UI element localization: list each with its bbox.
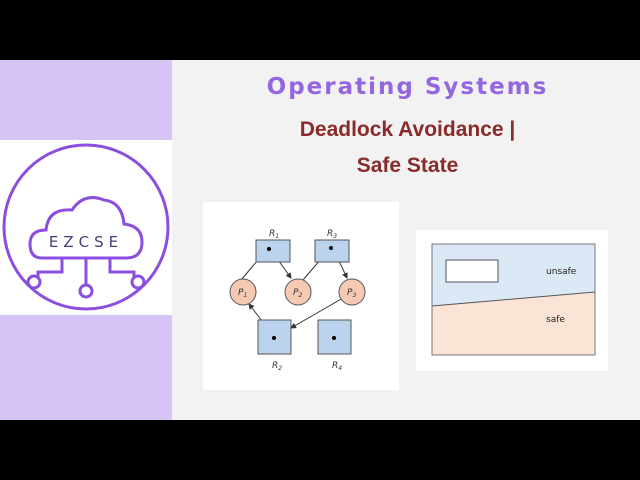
sidebar-bottom-band bbox=[0, 315, 172, 420]
svg-text:P3: P3 bbox=[347, 288, 356, 299]
svg-text:R3: R3 bbox=[327, 229, 337, 240]
page-title: Operating Systems bbox=[266, 74, 549, 100]
svg-text:R2: R2 bbox=[272, 361, 282, 372]
deadlock-box bbox=[445, 259, 499, 283]
subtitle-line-2: Safe State bbox=[356, 154, 459, 177]
subtitle-line-1: Deadlock Avoidance | bbox=[299, 118, 516, 141]
svg-text:R1: R1 bbox=[269, 229, 279, 240]
logo-text: EZCSE bbox=[49, 233, 123, 251]
resource-node: R4 bbox=[317, 319, 352, 372]
slide: EZCSE Operating Systems Deadlock Avoidan… bbox=[0, 60, 640, 420]
process-node: P1 bbox=[229, 278, 257, 306]
svg-text:P1: P1 bbox=[238, 288, 247, 299]
safe-label: safe bbox=[546, 315, 565, 325]
cloud-network-icon: EZCSE bbox=[2, 143, 170, 311]
resource-allocation-graph: R1 R3 P1 P2 P3 bbox=[203, 202, 399, 390]
svg-text:P2: P2 bbox=[293, 288, 302, 299]
safe-unsafe-state-diagram: unsafe safe bbox=[416, 230, 608, 371]
process-node: P3 bbox=[338, 278, 366, 306]
resource-node: R2 bbox=[257, 319, 292, 372]
resource-node: R3 bbox=[314, 229, 350, 263]
svg-text:R4: R4 bbox=[332, 361, 342, 372]
unsafe-label: unsafe bbox=[546, 267, 577, 277]
sidebar-top-band bbox=[0, 60, 172, 140]
resource-node: R1 bbox=[255, 229, 291, 263]
process-node: P2 bbox=[284, 278, 312, 306]
